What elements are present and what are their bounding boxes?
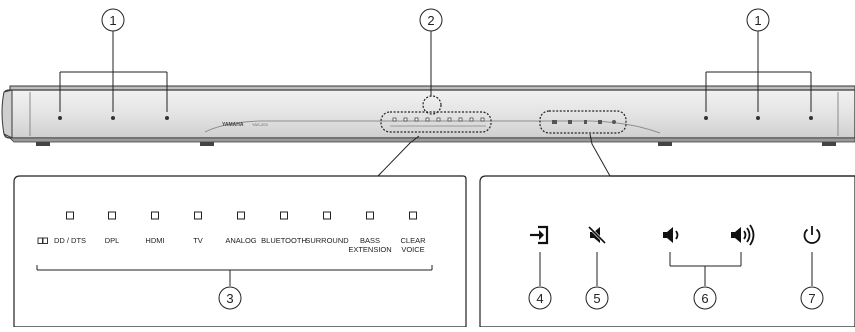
power-button[interactable] [803,226,821,244]
indicator-2: DPL [105,211,120,245]
input-button[interactable] [530,225,549,245]
svg-text:6: 6 [701,291,708,306]
indicator-label-line2: VOICE [401,245,424,254]
indicator-5: ANALOG [225,211,257,245]
indicator-lamp [237,211,245,220]
callout-1-right: 1 [705,8,812,112]
indicator-lamp [151,211,159,220]
svg-text:3: 3 [226,291,233,306]
brand-model: YAS-203 [252,122,268,127]
callout-7: 7 [800,252,824,310]
indicator-lamp [323,211,331,220]
indicator-label: TV [193,236,203,245]
indicator-lamp [108,211,116,220]
svg-text:1: 1 [754,13,761,28]
control-panel: 4 5 6 7 [479,175,855,328]
volume-down-icon [663,227,679,243]
indicator-label: BLUETOOTH [261,236,307,245]
indicator-4: TV [193,211,203,245]
indicator-3: HDMI [145,211,165,245]
indicator-label-line2: EXTENSION [348,245,391,254]
indicator-7: SURROUND [305,211,349,245]
indicator-label: CLEAR [400,236,426,245]
leader-lines [377,133,611,177]
indicator-lamp [366,211,374,220]
svg-text:1: 1 [109,13,116,28]
svg-text:2: 2 [427,13,434,28]
callout-6: 6 [669,252,742,310]
callout-4: 4 [528,252,552,310]
indicator-label: BASS [360,236,380,245]
svg-text:5: 5 [593,291,600,306]
indicator-label: ANALOG [225,236,256,245]
display-region [380,111,492,133]
callout-3: 3 [218,286,242,310]
indicator-1: DD / DTS [54,211,86,245]
speaker-markers [58,116,813,120]
callout-2: 2 [419,8,443,115]
mute-icon [587,225,607,245]
indicator-label: HDMI [145,236,164,245]
callout-1-left: 1 [59,8,168,112]
input-icon [530,225,549,245]
indicator-panel: DD / DTS DPL HDMI TV ANALOG BLUETOOTHSURROUND… [13,175,467,328]
volume-down-button[interactable] [663,227,679,243]
indicator-label: DPL [105,236,120,245]
callout-5: 5 [585,252,609,310]
indicator-lamp [194,211,202,220]
indicator-label: DD / DTS [54,236,86,245]
volume-up-button[interactable] [731,224,755,246]
mute-button[interactable] [587,225,607,245]
indicator-6: BLUETOOTH [261,211,307,245]
brand-logo: YAMAHA [222,122,244,128]
indicator-lamp [280,211,288,220]
svg-text:7: 7 [808,291,815,306]
svg-text:4: 4 [536,291,543,306]
volume-up-icon [731,224,755,246]
indicator-lamp [66,211,74,220]
indicator-lamp [409,211,417,220]
power-icon [803,226,821,244]
indicator-label: SURROUND [305,236,349,245]
button-region [539,110,627,134]
soundbar-body: YAMAHA YAS-203 [1,85,855,146]
indicator-list: DD / DTS DPL HDMI TV ANALOG BLUETOOTHSURROUND… [37,211,426,254]
dolby-icon [37,237,48,244]
